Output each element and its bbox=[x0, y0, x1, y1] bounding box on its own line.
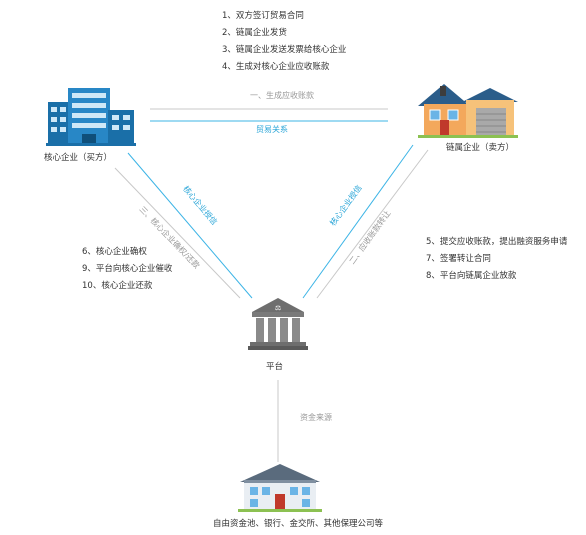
right-node-label: 链属企业（卖方） bbox=[446, 143, 515, 153]
left-gray-line bbox=[114, 167, 241, 299]
right-gray-line bbox=[316, 149, 429, 299]
platform-building-icon: ⚖ bbox=[248, 298, 308, 350]
top-steps-list: 1、双方签订贸易合同 2、链属企业发货 3、链属企业发送发票给核心企业 4、生成… bbox=[222, 8, 346, 76]
top-step-item: 1、双方签订贸易合同 bbox=[222, 11, 304, 21]
edge-label-top-gray: 一、生成应收账款 bbox=[250, 91, 314, 100]
left-step-item: 6、核心企业确权 bbox=[82, 247, 147, 257]
top-step-item: 3、链属企业发送发票给核心企业 bbox=[222, 45, 347, 55]
top-step-item: 2、链属企业发货 bbox=[222, 28, 287, 38]
house-icon bbox=[418, 84, 518, 138]
left-blue-line bbox=[127, 152, 253, 299]
left-node-label: 核心企业（买方） bbox=[44, 153, 113, 163]
left-step-item: 10、核心企业还款 bbox=[82, 281, 153, 291]
right-steps-list: 5、提交应收账款，提出融资服务申请 7、签署转让合同 8、平台向链属企业放款 bbox=[426, 234, 567, 285]
right-step-item: 5、提交应收账款，提出融资服务申请 bbox=[426, 237, 568, 247]
office-building-icon bbox=[46, 88, 136, 146]
right-step-item: 7、签署转让合同 bbox=[426, 254, 491, 264]
left-steps-list: 6、核心企业确权 9、平台向核心企业催收 10、核心企业还款 bbox=[82, 244, 172, 295]
platform-label: 平台 bbox=[266, 362, 284, 372]
edge-label-top-blue: 贸易关系 bbox=[256, 125, 288, 134]
svg-text:⚖: ⚖ bbox=[275, 304, 281, 312]
edge-label-vertical: 资金来源 bbox=[300, 413, 332, 422]
funder-label: 自由资金池、银行、金交所、其他保理公司等 bbox=[213, 519, 384, 529]
right-step-item: 8、平台向链属企业放款 bbox=[426, 271, 517, 281]
top-step-item: 4、生成对核心企业应收账款 bbox=[222, 62, 330, 72]
left-step-item: 9、平台向核心企业催收 bbox=[82, 264, 173, 274]
right-blue-line bbox=[302, 144, 414, 299]
funder-house-icon bbox=[238, 464, 322, 512]
